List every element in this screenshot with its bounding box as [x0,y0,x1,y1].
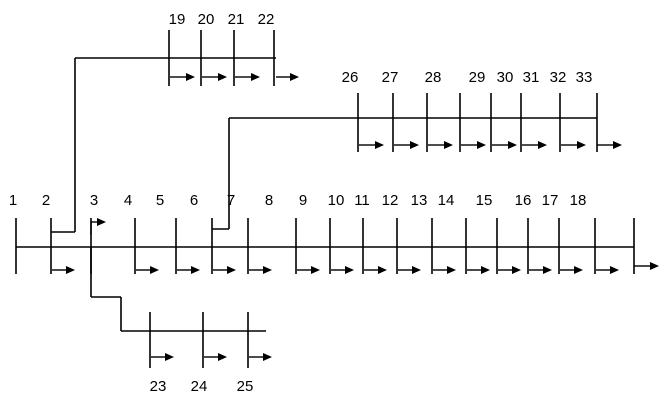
bus-label-10: 10 [328,192,345,209]
load-arrow-bot-0-head [165,353,174,361]
load-arrow-right-1-head [410,141,419,149]
load-arrow-right-4-head [508,141,517,149]
bus-label-23: 23 [150,378,167,395]
bus-label-24: 24 [191,378,208,395]
load-arrow-main-5-head [311,266,320,274]
bus-label-18: 18 [570,192,587,209]
bus3-arrow-head [97,218,106,226]
bus-label-20: 20 [198,11,215,28]
bus-label-5: 5 [156,192,164,209]
bus-label-22: 22 [258,11,275,28]
load-arrow-main-1-head [150,266,159,274]
bus-label-25: 25 [237,378,254,395]
load-arrow-right-2-head [444,141,453,149]
load-arrow-main-11-head [512,266,521,274]
load-arrow-right-3-head [477,141,486,149]
load-arrow-right-0-head [375,141,384,149]
bus-label-21: 21 [228,11,245,28]
bus-label-13: 13 [411,192,428,209]
load-arrow-bot-2-head [263,353,272,361]
load-arrow-top-0-head [186,73,195,81]
load-arrow-main-13-head [574,266,583,274]
bus-label-17: 17 [542,192,559,209]
bus-label-11: 11 [354,192,370,209]
load-arrow-main-3-head [227,266,236,274]
bus-label-19: 19 [169,11,186,28]
bus-label-27: 27 [382,69,399,86]
bus-label-12: 12 [382,192,399,209]
load-arrow-main-9-head [447,266,456,274]
load-arrow-main-end-head [650,262,659,270]
bus-label-16: 16 [515,192,532,209]
load-arrow-main-2-head [191,266,200,274]
load-arrow-bot-1-head [218,353,227,361]
load-arrow-top-2-head [251,73,260,81]
load-arrow-right-6-head [577,141,586,149]
bus-label-2: 2 [42,192,50,209]
load-arrow-main-14-head [610,266,619,274]
load-arrow-right-5-head [538,141,547,149]
load-arrow-main-8-head [412,266,421,274]
bus-label-30: 30 [497,69,514,86]
bus-label-8: 8 [265,192,273,209]
bus-label-28: 28 [425,69,442,86]
load-arrow-main-12-head [543,266,552,274]
load-arrow-right-end-head [613,141,622,149]
bus-label-29: 29 [469,69,486,86]
load-arrow-top-1-head [218,73,227,81]
load-arrow-main-10-head [481,266,490,274]
load-arrow-main-6-head [345,266,354,274]
load-arrow-main-4-head [263,266,272,274]
bus-label-31: 31 [523,69,540,86]
bus-label-32: 32 [550,69,567,86]
bus-label-33: 33 [576,69,593,86]
load-arrow-main-0-head [66,266,75,274]
bus-label-15: 15 [476,192,493,209]
load-arrow-main-7-head [378,266,387,274]
bus-label-9: 9 [299,192,307,209]
bus-label-26: 26 [342,69,359,86]
load-arrow-top-end-head [290,73,299,81]
bus-label-14: 14 [438,192,455,209]
bus-label-3: 3 [90,192,98,209]
bus-label-6: 6 [190,192,198,209]
bus-label-1: 1 [9,192,17,209]
bus-label-7: 7 [227,192,235,209]
bus-label-4: 4 [124,192,132,209]
